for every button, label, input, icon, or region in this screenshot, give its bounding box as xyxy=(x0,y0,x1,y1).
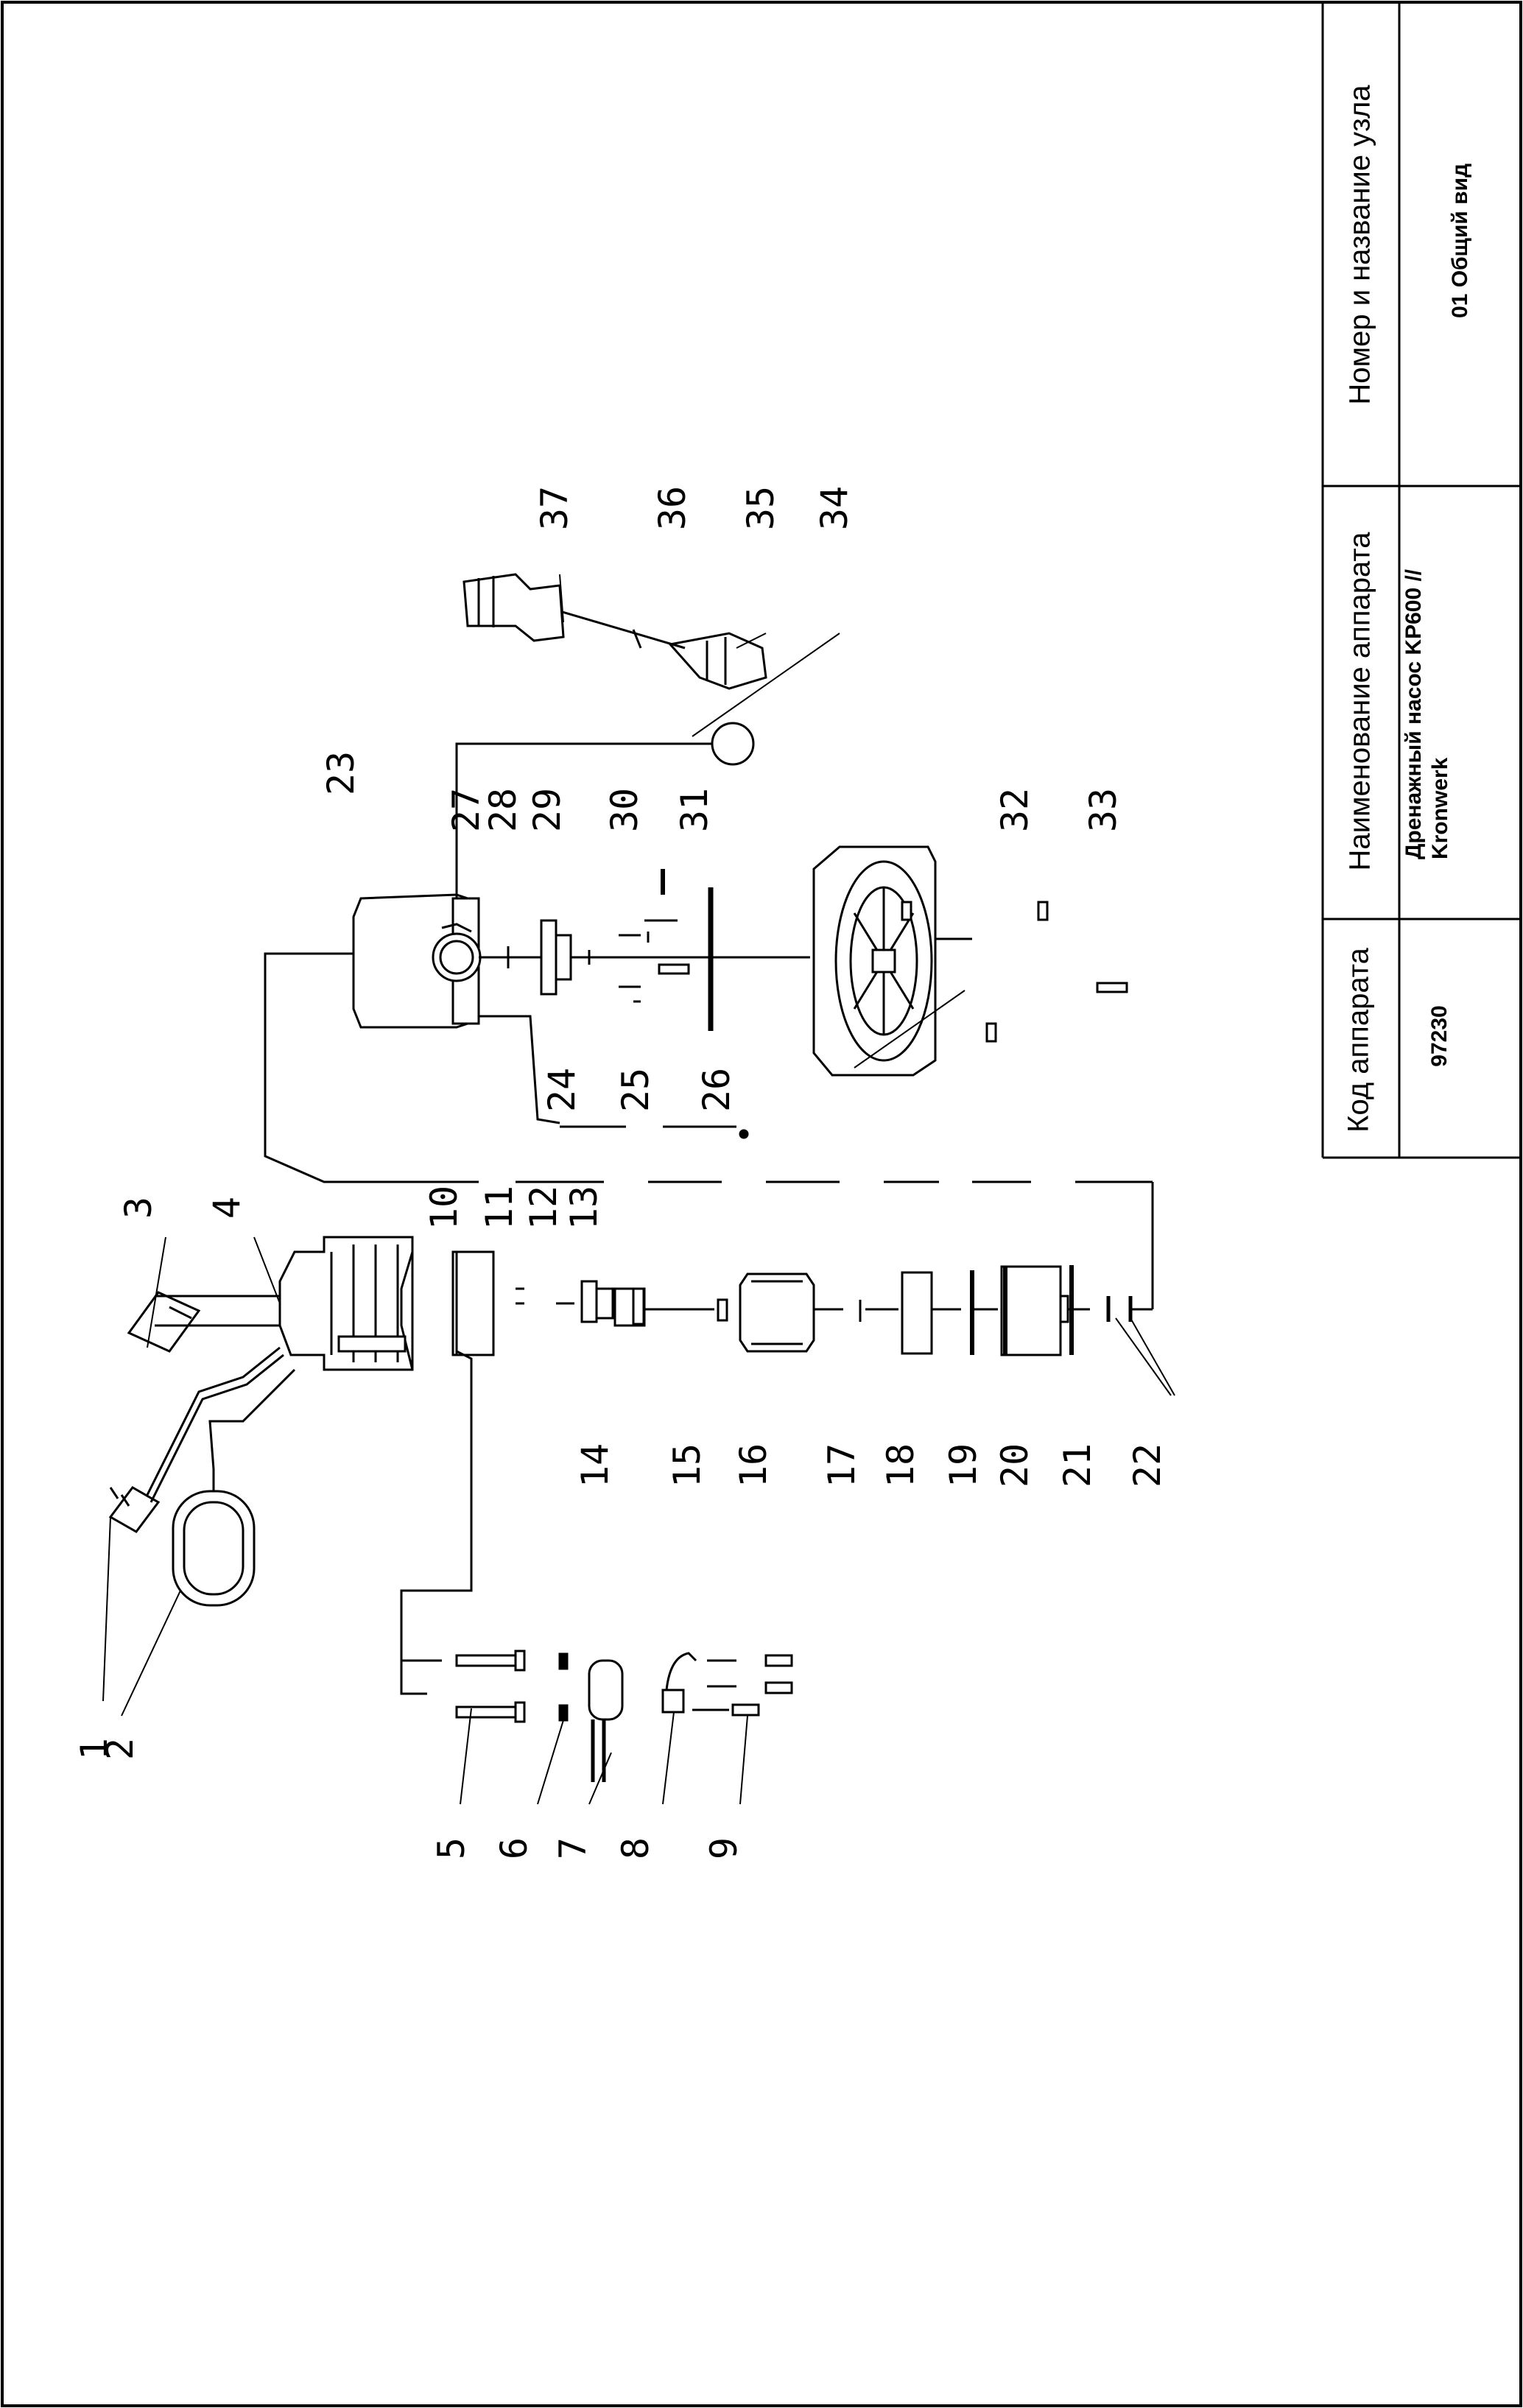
part-label-35: 35 xyxy=(739,486,782,530)
part-label-19: 19 xyxy=(942,1443,985,1488)
part-label-18: 18 xyxy=(879,1443,922,1488)
part-label-16: 16 xyxy=(732,1443,775,1488)
part-label-29: 29 xyxy=(526,788,569,832)
part-label-15: 15 xyxy=(666,1443,708,1488)
part-label-1: 1 xyxy=(73,1738,116,1760)
part-label-31: 31 xyxy=(673,788,716,832)
part-label-26: 26 xyxy=(695,1068,738,1112)
part-label-21: 21 xyxy=(1056,1443,1099,1488)
part-10-shape xyxy=(451,1250,495,1356)
part-label-12: 12 xyxy=(522,1186,565,1230)
part-label-25: 25 xyxy=(614,1068,657,1112)
part-label-4: 4 xyxy=(205,1197,248,1219)
part-label-9: 9 xyxy=(703,1837,745,1859)
leader-lines xyxy=(102,574,1175,1805)
header-name: Наименование аппарата xyxy=(1343,532,1376,871)
part-label-36: 36 xyxy=(651,486,694,530)
part-label-30: 30 xyxy=(603,788,646,832)
part-label-10: 10 xyxy=(423,1186,465,1230)
pump-head-assembly xyxy=(352,573,1128,1139)
part-label-7: 7 xyxy=(552,1837,594,1859)
value-name-line1: Дренажный насос KP600 // xyxy=(1401,568,1426,859)
title-block-frame xyxy=(1321,2,1521,1159)
part-label-11: 11 xyxy=(478,1186,521,1230)
part-label-37: 37 xyxy=(533,486,576,530)
part-label-28: 28 xyxy=(482,788,524,832)
part-label-33: 33 xyxy=(1082,788,1125,832)
part-label-6: 6 xyxy=(493,1837,535,1859)
part-label-24: 24 xyxy=(541,1068,583,1112)
part-label-27: 27 xyxy=(445,788,488,832)
header-code: Код аппарата xyxy=(1342,948,1375,1133)
value-code: 97230 xyxy=(1427,1005,1452,1067)
part-label-8: 8 xyxy=(614,1837,657,1859)
part-label-13: 13 xyxy=(563,1186,605,1230)
switch-box-group xyxy=(400,1350,793,1782)
value-name-line2: Kronwerk xyxy=(1428,757,1452,859)
header-node: Номер и название узла xyxy=(1343,85,1376,405)
part-label-3: 3 xyxy=(117,1197,160,1219)
part-label-17: 17 xyxy=(820,1443,863,1488)
part-label-14: 14 xyxy=(574,1443,616,1488)
part-label-32: 32 xyxy=(993,788,1036,832)
part-label-20: 20 xyxy=(993,1443,1036,1488)
part-label-23: 23 xyxy=(320,751,362,795)
value-node: 01 Общий вид xyxy=(1448,163,1472,319)
part-label-2: 2 xyxy=(99,1738,141,1760)
part-label-22: 22 xyxy=(1126,1443,1169,1488)
part-label-5: 5 xyxy=(430,1837,473,1859)
part-label-34: 34 xyxy=(813,486,856,530)
motor-assembly xyxy=(108,952,1154,1607)
